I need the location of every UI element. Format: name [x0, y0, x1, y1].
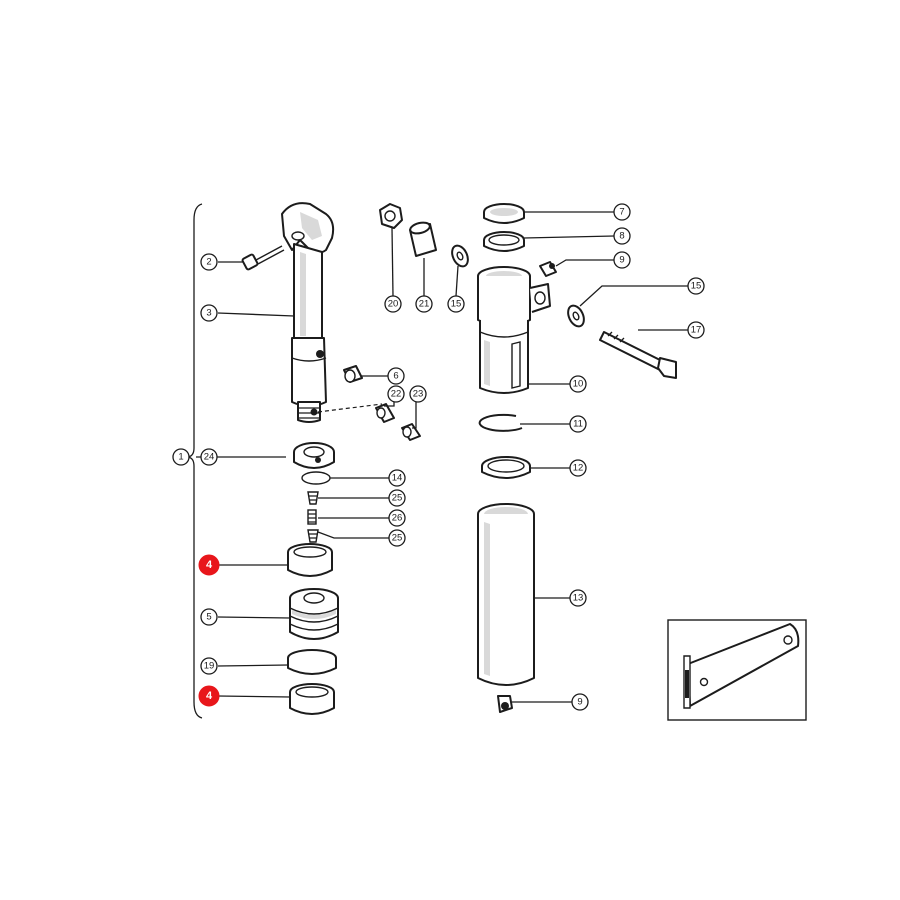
- inset-detail: [667, 619, 807, 721]
- part-25-fitting-top: [307, 491, 319, 505]
- part-5-seal-stack: [289, 588, 339, 640]
- part-24-collar: [293, 442, 335, 469]
- part-2-screw: [241, 245, 285, 271]
- callout-9-top: 9: [613, 251, 631, 269]
- callout-19: 19: [200, 657, 218, 675]
- svg-text:4: 4: [206, 559, 213, 571]
- part-11-snap-ring: [478, 413, 523, 432]
- part-14-o-ring: [301, 471, 331, 485]
- part-25-fitting-bottom: [307, 529, 319, 543]
- callout-8: 8: [613, 227, 631, 245]
- svg-text:26: 26: [392, 513, 403, 524]
- svg-text:25: 25: [392, 493, 403, 504]
- part-20-nut: [379, 203, 403, 229]
- svg-text:23: 23: [413, 389, 424, 400]
- svg-text:15: 15: [691, 281, 702, 292]
- svg-text:13: 13: [573, 593, 584, 604]
- part-7-ring: [483, 203, 525, 224]
- part-4-ring-lower: [289, 683, 335, 715]
- part-19-ring: [287, 649, 337, 675]
- callout-3: 3: [200, 304, 218, 322]
- callout-17: 17: [687, 321, 705, 339]
- callout-25-lower: 25: [388, 529, 406, 547]
- callout-4-upper: 4: [198, 554, 220, 576]
- callout-4-lower: 4: [198, 685, 220, 707]
- callout-10: 10: [569, 375, 587, 393]
- part-3-shaft: [281, 202, 335, 423]
- svg-text:5: 5: [206, 612, 211, 623]
- callout-14: 14: [388, 469, 406, 487]
- svg-text:1: 1: [178, 452, 183, 463]
- callout-23: 23: [409, 385, 427, 403]
- svg-text:12: 12: [573, 463, 584, 474]
- part-15-washer-right: [567, 304, 585, 328]
- svg-text:17: 17: [691, 325, 702, 336]
- callout-5: 5: [200, 608, 218, 626]
- part-22-pin: [375, 403, 395, 423]
- callout-2: 2: [200, 253, 218, 271]
- part-23-pin: [401, 423, 421, 441]
- svg-text:3: 3: [206, 308, 211, 319]
- callout-1: 1: [172, 448, 190, 466]
- svg-text:4: 4: [206, 690, 213, 702]
- part-26-spring: [307, 509, 317, 525]
- part-21-bushing: [409, 221, 437, 257]
- part-9-nipple-top: [539, 261, 557, 277]
- callout-25-upper: 25: [388, 489, 406, 507]
- callout-15-left: 15: [447, 295, 465, 313]
- svg-text:21: 21: [419, 299, 430, 310]
- svg-text:15: 15: [451, 299, 462, 310]
- callout-20: 20: [384, 295, 402, 313]
- part-8-ring: [483, 231, 525, 252]
- svg-text:2: 2: [206, 257, 211, 268]
- svg-text:14: 14: [392, 473, 403, 484]
- part-9-nipple-bottom: [497, 695, 513, 713]
- svg-text:8: 8: [619, 231, 624, 242]
- leader-lines: [196, 211, 688, 703]
- part-12-ring: [481, 456, 531, 479]
- part-6-pin: [343, 365, 363, 383]
- svg-text:10: 10: [573, 379, 584, 390]
- callout-11: 11: [569, 415, 587, 433]
- callout-22: 22: [387, 385, 405, 403]
- callout-6: 6: [387, 367, 405, 385]
- part-17-bolt: [599, 331, 677, 379]
- svg-text:11: 11: [573, 419, 583, 430]
- part-13-cylinder: [477, 503, 535, 686]
- callout-7: 7: [613, 203, 631, 221]
- svg-text:20: 20: [388, 299, 399, 310]
- callout-26: 26: [388, 509, 406, 527]
- callout-13: 13: [569, 589, 587, 607]
- svg-text:9: 9: [577, 697, 582, 708]
- part-10-cylinder-head: [477, 266, 551, 394]
- svg-text:22: 22: [391, 389, 402, 400]
- assembly-bracket: [187, 203, 203, 719]
- svg-text:7: 7: [619, 207, 624, 218]
- svg-text:19: 19: [204, 661, 215, 672]
- svg-text:25: 25: [392, 533, 403, 544]
- callout-24: 24: [200, 448, 218, 466]
- callout-9-bottom: 9: [571, 693, 589, 711]
- callout-12: 12: [569, 459, 587, 477]
- svg-text:6: 6: [393, 371, 398, 382]
- callout-15-right: 15: [687, 277, 705, 295]
- callout-21: 21: [415, 295, 433, 313]
- svg-text:9: 9: [619, 255, 624, 266]
- svg-text:24: 24: [204, 452, 215, 463]
- part-4-ring-upper: [287, 543, 333, 577]
- part-15-washer: [451, 244, 469, 268]
